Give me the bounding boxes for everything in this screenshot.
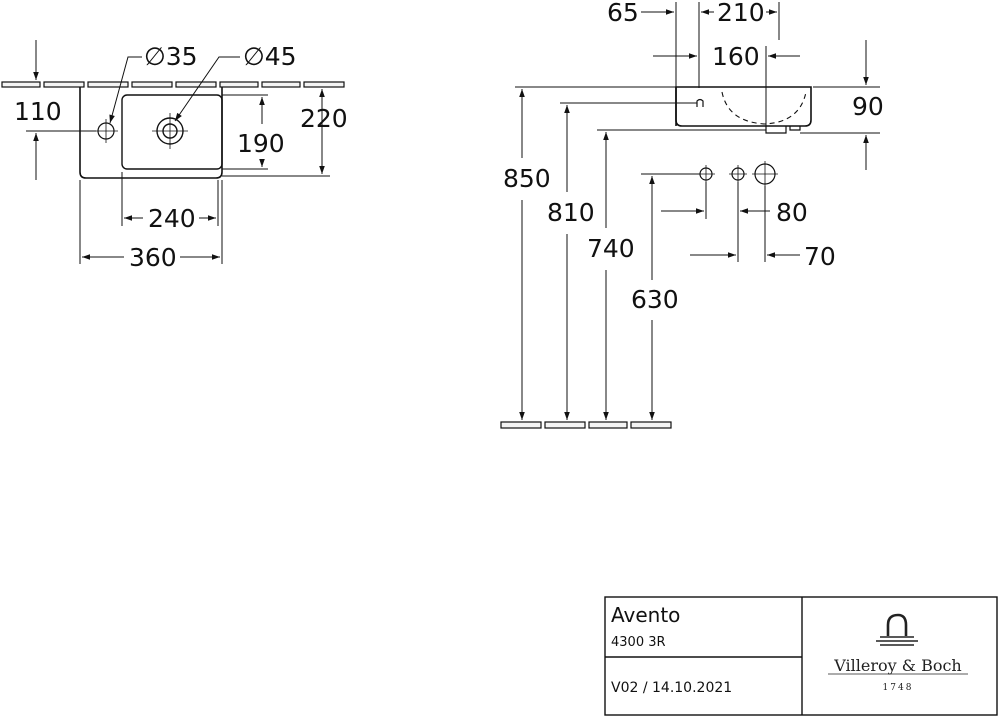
dim-240: 240: [148, 204, 196, 233]
dim-850: 850: [503, 164, 551, 193]
brand-name: Villeroy & Boch: [833, 656, 961, 675]
dim-90: 90: [852, 92, 884, 121]
side-view-labels: 65 210 160 90 850 810 740 630 80 70: [503, 0, 884, 314]
product-name: Avento: [611, 603, 680, 627]
dim-210: 210: [717, 0, 765, 27]
plan-view: [1, 40, 345, 264]
product-code: 4300 3R: [611, 635, 666, 650]
dim-220: 220: [300, 104, 348, 133]
wall-section: [1, 81, 345, 88]
basin-outline: [79, 87, 223, 179]
dim-190: 190: [237, 129, 285, 158]
dim-110: 110: [14, 97, 62, 126]
dim-810: 810: [547, 198, 595, 227]
dim-160: 160: [712, 42, 760, 71]
dim-d45: ∅45: [243, 42, 297, 71]
dim-360: 360: [129, 243, 177, 272]
dim-80: 80: [776, 198, 808, 227]
brand-year: 1748: [883, 683, 914, 693]
dim-740: 740: [587, 234, 635, 263]
basin-profile: [675, 86, 812, 127]
floor-section: [500, 421, 672, 429]
dim-630: 630: [631, 285, 679, 314]
dim-65: 65: [607, 0, 639, 27]
dim-70: 70: [804, 242, 836, 271]
tap-hole-side: [696, 98, 704, 107]
basin-bowl-hidden: [721, 91, 807, 125]
side-view: [500, 2, 880, 429]
plan-view-labels: ∅35 ∅45 110 220 190 240 360: [14, 42, 348, 272]
brand-logo: [876, 613, 918, 646]
title-block: Avento 4300 3R V02 / 14.10.2021 Villeroy…: [604, 596, 998, 716]
drawing-version: V02 / 14.10.2021: [611, 680, 732, 696]
basin-bowl: [121, 94, 223, 170]
dim-d35: ∅35: [144, 42, 198, 71]
